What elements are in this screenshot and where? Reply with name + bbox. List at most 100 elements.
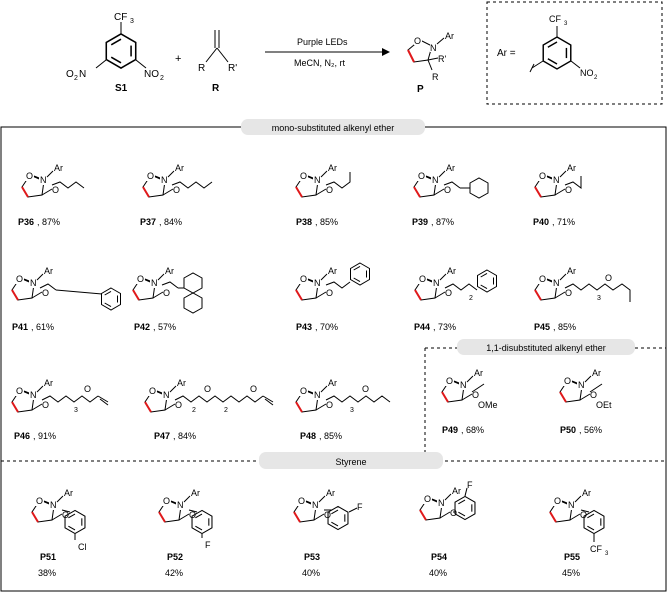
ether-o: O	[565, 288, 572, 298]
ether-o: O	[326, 288, 333, 298]
p48-ether-o: O	[362, 384, 369, 394]
p-atom-o: O	[414, 36, 421, 46]
scope-frame	[0, 126, 667, 592]
highlight-bond	[549, 511, 557, 523]
product-yield: 38%	[38, 568, 56, 578]
p45-ester-o: O	[605, 273, 612, 283]
atom-n: N	[314, 390, 321, 400]
product-id: P49	[442, 425, 458, 435]
ether-o: O	[326, 185, 333, 195]
atom-o: O	[424, 494, 431, 504]
p-label: P	[417, 84, 424, 95]
atom-o: O	[554, 496, 561, 506]
atom-o: O	[564, 376, 571, 386]
atom-o: O	[418, 171, 425, 181]
ar-no2: NO	[580, 68, 594, 78]
atom-n: N	[30, 390, 37, 400]
atom-o: O	[16, 386, 23, 396]
atom-o: O	[300, 171, 307, 181]
ar-no2-sub: 2	[594, 75, 598, 81]
product-id: P50	[560, 425, 576, 435]
p47-ether-o-a: O	[204, 384, 211, 394]
product-yield: , 84%	[159, 217, 182, 227]
cf3-label: CF	[114, 12, 127, 23]
atom-o: O	[300, 386, 307, 396]
atom-o: O	[149, 386, 156, 396]
ether-o: O	[62, 510, 69, 520]
no2-label: NO	[144, 69, 159, 80]
highlight-bond	[158, 511, 166, 523]
plus-sign: +	[175, 53, 181, 65]
ar-cf3: CF	[549, 14, 561, 24]
highlight-bond	[132, 289, 140, 301]
product-id: P45	[534, 322, 550, 332]
mono-section-pill	[241, 119, 425, 135]
ether-o: O	[450, 508, 457, 518]
atom-n: N	[40, 175, 47, 185]
r-group: R	[198, 63, 205, 74]
highlight-bond	[295, 289, 303, 301]
highlight-bond	[441, 391, 449, 403]
styrene-section-title: Styrene	[335, 457, 366, 467]
ar-label: Ar	[44, 266, 53, 276]
atom-o: O	[539, 274, 546, 284]
p46-subscript: 3	[74, 407, 78, 414]
p52-f: F	[205, 540, 211, 550]
product-id: P47	[154, 431, 170, 441]
highlight-bond	[295, 401, 303, 413]
product-id: P39	[412, 217, 428, 227]
p49-ome: OMe	[478, 400, 498, 410]
atom-n: N	[460, 380, 467, 390]
p50-oet: OEt	[596, 400, 612, 410]
atom-n: N	[151, 278, 158, 288]
p47-ether-o-b: O	[250, 384, 257, 394]
atom-o: O	[298, 496, 305, 506]
atom-n: N	[312, 500, 319, 510]
p-ar: Ar	[445, 31, 454, 41]
atom-n: N	[553, 278, 560, 288]
product-id: P53	[304, 552, 320, 562]
atom-n: N	[553, 175, 560, 185]
scheme-s1-reagent: CF 3 O 2 N NO 2 S1	[66, 12, 164, 94]
atom-o: O	[446, 376, 453, 386]
product-yield: , 71%	[552, 217, 575, 227]
product-id: P46	[14, 431, 30, 441]
ether-o: O	[175, 400, 182, 410]
highlight-bond	[21, 186, 29, 198]
ar-label: Ar	[592, 368, 601, 378]
highlight-bond	[31, 511, 39, 523]
p47-subscript-b: 2	[224, 407, 228, 414]
ar-cf3-sub: 3	[564, 21, 568, 27]
p46-ether-o: O	[84, 384, 91, 394]
highlight-bond	[559, 391, 567, 403]
atom-o: O	[539, 171, 546, 181]
product-yield: , 87%	[37, 217, 60, 227]
product-id: P42	[134, 322, 150, 332]
ar-label: Ar	[328, 266, 337, 276]
side-chains	[39, 172, 631, 542]
atom-n: N	[568, 500, 575, 510]
s1-label: S1	[115, 83, 128, 94]
product-yield: , 68%	[461, 425, 484, 435]
product-yield: 45%	[562, 568, 580, 578]
ether-o: O	[52, 185, 59, 195]
p55-cf3-sub: 3	[605, 551, 609, 557]
ar-label: Ar	[474, 368, 483, 378]
product-yield: , 87%	[431, 217, 454, 227]
ar-label: Ar	[326, 488, 335, 498]
p53-f: F	[357, 502, 363, 512]
p47-subscript-a: 2	[192, 407, 196, 414]
styrene-section-pill	[259, 452, 443, 469]
product-id: P43	[296, 322, 312, 332]
ar-label: Ar	[64, 488, 73, 498]
ar-label: Ar	[328, 163, 337, 173]
disub-section-pill	[457, 339, 635, 355]
